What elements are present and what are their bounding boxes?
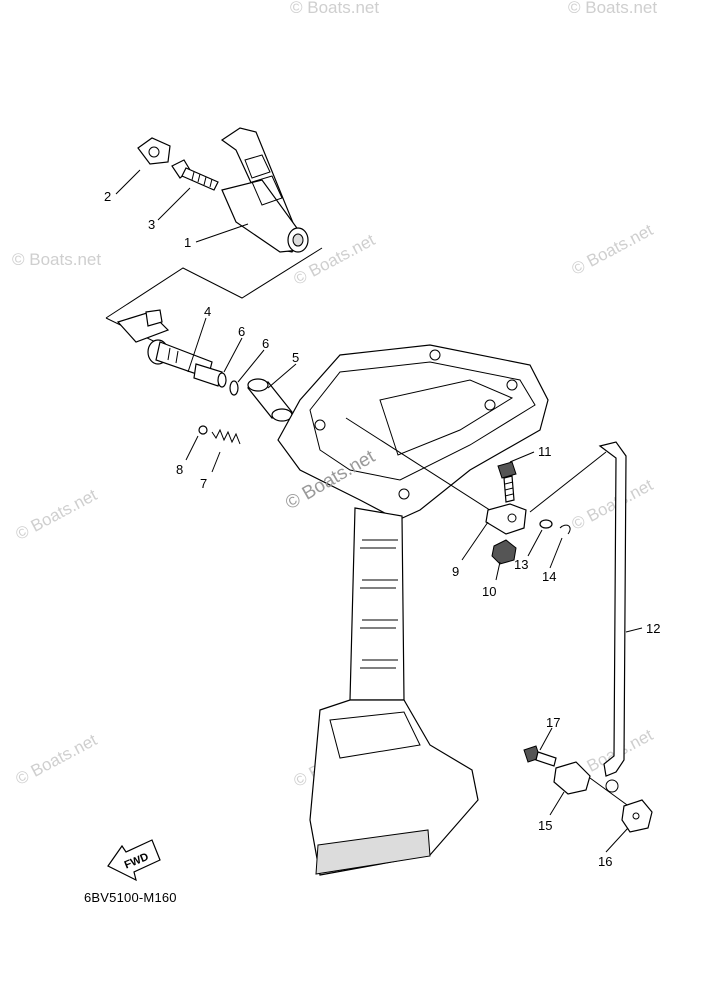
callout-17: 17 (546, 715, 560, 730)
bushing-part (246, 378, 294, 422)
callout-14: 14 (542, 569, 556, 584)
callout-16: 16 (598, 854, 612, 869)
bolt-part (497, 461, 517, 503)
callout-11: 11 (538, 444, 552, 459)
drawing-code: 6BV5100-M160 (84, 890, 177, 905)
callout-15: 15 (538, 818, 552, 833)
pin-part (559, 524, 571, 535)
callout-12: 12 (646, 621, 660, 636)
callout-5: 5 (292, 350, 299, 365)
bolt-part (523, 745, 557, 767)
clamp-part (553, 761, 591, 795)
cap-part (621, 799, 653, 833)
callout-3: 3 (148, 217, 155, 232)
callout-6: 6 (238, 324, 245, 339)
bracket-part (485, 503, 527, 535)
watermark: © Boats.net (568, 0, 658, 17)
callout-8: 8 (176, 462, 183, 477)
lower-casing-part (277, 344, 549, 876)
handle-part (220, 127, 309, 253)
spring-part (211, 428, 241, 445)
callout-6: 6 (262, 336, 269, 351)
o-ring-part (229, 380, 239, 396)
grommet-part (491, 539, 517, 565)
clip-part (137, 137, 171, 165)
callout-7: 7 (200, 476, 207, 491)
watermark: © Boats.net (290, 0, 380, 17)
bolt-part (171, 159, 219, 191)
shift-shaft-part (116, 309, 223, 387)
shift-rod-part (598, 441, 627, 793)
callout-2: 2 (104, 189, 111, 204)
o-ring-part (217, 372, 227, 388)
ball-part (198, 425, 208, 435)
washer-part (539, 519, 553, 529)
fwd-arrow-icon: FWD (107, 839, 161, 882)
callout-1: 1 (184, 235, 191, 250)
callout-10: 10 (482, 584, 496, 599)
callout-4: 4 (204, 304, 211, 319)
watermark: © Boats.net (12, 250, 102, 269)
callout-9: 9 (452, 564, 459, 579)
callout-13: 13 (514, 557, 528, 572)
